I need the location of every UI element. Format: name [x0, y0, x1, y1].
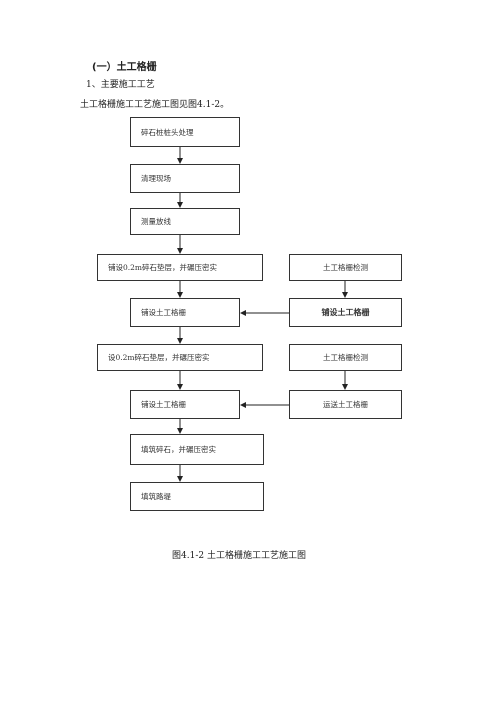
step-gravel-bed-2: 设0.2m碎石垫层，并碾压密实 — [97, 344, 263, 371]
step-survey: 测量放线 — [130, 208, 240, 235]
step-clear-site: 清理现场 — [130, 164, 240, 193]
step-gravel-bed-1: 铺设0.2m碎石垫层，并碾压密实 — [97, 254, 263, 281]
intro-text: 土工格栅施工工艺施工图见图4.1-2。 — [80, 100, 230, 110]
step-lay-geogrid-1: 铺设土工格栅 — [130, 298, 240, 327]
step-lay-geogrid-right: 铺设土工格栅 — [289, 298, 402, 327]
step-fill-embankment: 填筑路堤 — [130, 482, 264, 511]
step-fill-gravel: 填筑碎石，并碾压密实 — [130, 434, 264, 465]
step-transport-geogrid: 运送土工格栅 — [289, 390, 402, 419]
step-geogrid-test-1: 土工格栅检测 — [289, 254, 402, 281]
subsection-title: 1、主要施工工艺 — [86, 80, 155, 90]
step-lay-geogrid-2: 铺设土工格栅 — [130, 390, 240, 419]
step-pile-head: 碎石桩桩头处理 — [130, 117, 240, 147]
section-heading: (一）土工格栅 — [92, 62, 157, 73]
figure-caption: 图4.1-2 土工格栅施工工艺施工图 — [172, 551, 306, 561]
step-geogrid-test-2: 土工格栅检测 — [289, 344, 402, 371]
